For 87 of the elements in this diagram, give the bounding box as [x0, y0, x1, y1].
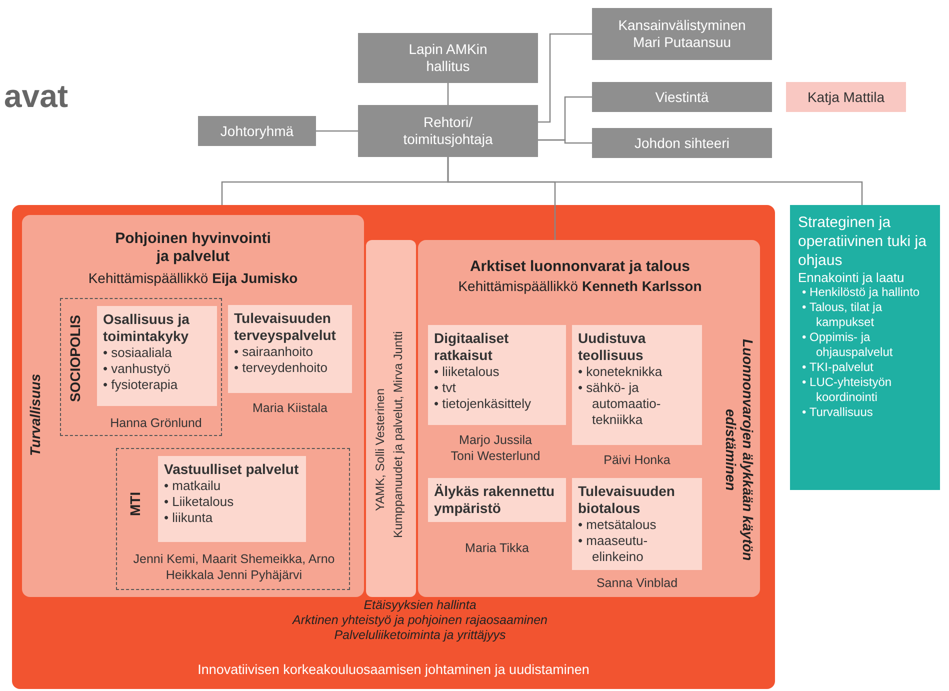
box-label: Katja Mattila [807, 89, 885, 105]
person-name: Marjo Jussila [458, 432, 533, 448]
bullet-item: • Talous, tilat ja kampukset [802, 300, 884, 330]
person-name: Maria Tikka [464, 540, 530, 556]
person-name: Jenni Kemi, Maarit Shemeikka, Arno Heikkala Jenni Pyhäjärvi [132, 551, 336, 583]
vertical-label: Luonnonvarojen älykkään käytön edistäminen [722, 338, 756, 563]
person-name: Maria Kiistala [251, 400, 329, 416]
connector-line [316, 130, 358, 132]
vertical-label: YAMK, Solli Vesterinen [373, 388, 387, 514]
org-box [358, 33, 538, 83]
program-box [97, 306, 217, 406]
bullet-item: • sairaanhoito [234, 344, 314, 360]
program-box [158, 456, 306, 542]
bullet-item: • liiketalous [434, 364, 500, 380]
department-panel [22, 215, 364, 597]
box-heading: Digitaaliset ratkaisut [434, 330, 510, 364]
subheading: Kehittämispäällikkö Kenneth Karlsson [457, 278, 703, 294]
support-panel [790, 205, 940, 490]
person-name: Sanna Vinblad [595, 575, 679, 591]
vertical-label: MTI [127, 490, 143, 518]
heading: Pohjoinen hyvinvointi ja palvelut [114, 230, 272, 266]
box-label: Johdon sihteeri [634, 134, 730, 152]
bullet-item: • tietojenkäsittely [434, 396, 532, 412]
vertical-band [366, 240, 416, 597]
department-panel [418, 240, 760, 597]
bullet-item: • koneteknikka [578, 364, 664, 380]
bullet-item: • fysioterapia [103, 377, 179, 393]
theme-text: Palveluliiketoiminta ja yrittäjyys [333, 628, 507, 642]
connector-line [538, 33, 592, 123]
heading: Arktiset luonnonvarat ja talous [468, 258, 692, 276]
unit-panel [12, 205, 775, 689]
bullet-item: • sähkö- ja automaatio- tekniikka [578, 380, 662, 428]
program-box [572, 478, 702, 570]
program-box [428, 325, 566, 425]
org-box [358, 105, 538, 157]
bullet-item: • liikunta [164, 510, 214, 526]
person-name: Toni Westerlund [450, 448, 542, 464]
dashed-group-frame [116, 448, 350, 590]
bullet-item: • Liiketalous [164, 494, 235, 510]
connector-line [447, 157, 863, 205]
subheading: Kehittämispäällikkö Eija Jumisko [87, 270, 299, 286]
box-label: Mari Putaansuu [632, 34, 732, 51]
bullet-item: • Turvallisuus [802, 405, 874, 420]
subheading: Ennakointi ja laatu [798, 270, 906, 285]
box-label: Rehtori/ toimitusjohtaja [402, 114, 494, 148]
box-heading: Tulevaisuuden biotalous [578, 483, 676, 517]
person-name: Hanna Grönlund [109, 415, 203, 431]
theme-text: Etäisyyksien hallinta [362, 598, 478, 612]
bullet-item: • maaseutu- elinkeino [578, 533, 649, 565]
box-label: Lapin AMKin hallitus [408, 41, 488, 75]
name-box [786, 82, 906, 112]
vertical-label: Turvallisuus [27, 372, 43, 458]
bullet-item: • matkailu [164, 478, 222, 494]
program-box [572, 325, 702, 445]
box-label: Johtoryhmä [220, 122, 294, 140]
org-box [592, 128, 772, 158]
box-heading: Strateginen ja operatiivinen tuki ja ohjaus [798, 213, 928, 270]
bullet-item: • terveydenhoito [234, 360, 328, 376]
org-box [198, 116, 316, 146]
bullet-item: • TKI-palvelut [802, 360, 874, 375]
bullet-item: • sosiaaliala [103, 345, 173, 361]
box-label: Kansainvälistyminen [618, 17, 746, 34]
title: avat [4, 78, 68, 115]
program-box [428, 478, 566, 522]
bullet-item: • vanhustyö [103, 361, 172, 377]
connector-line [538, 139, 592, 144]
bullet-item: • Oppimis- ja ohjauspalvelut [802, 330, 894, 360]
person-name: Päivi Honka [602, 452, 672, 468]
bullet-item: • metsätalous [578, 517, 658, 533]
program-box [228, 305, 352, 393]
box-heading: Tulevaisuuden terveyspalvelut [234, 310, 337, 344]
dashed-group-frame [60, 298, 222, 436]
box-heading: Älykäs rakennettu ympäristö [434, 483, 556, 517]
box-heading: Uudistuva teollisuus [578, 330, 647, 364]
footer-text: Innovatiivisen korkeakouluosaamisen johtaminen ja uudistaminen [196, 662, 590, 677]
box-label: Viestintä [655, 88, 709, 106]
org-box [592, 82, 772, 112]
bullet-item: • Henkilöstö ja hallinto [802, 285, 921, 300]
bullet-item: • LUC-yhteistyön koordinointi [802, 375, 893, 405]
box-heading: Vastuulliset palvelut [164, 461, 300, 478]
theme-text: Arktinen yhteistyö ja pohjoinen rajaosaaminen [291, 613, 549, 627]
vertical-label: Kumppanuudet ja palvelut, Mirva Juntti [391, 330, 405, 540]
vertical-label: SOCIOPOLIS [67, 314, 83, 404]
org-box [592, 8, 772, 60]
connector-line [447, 83, 449, 105]
bullet-item: • tvt [434, 380, 457, 396]
box-heading: Osallisuus ja toimintakyky [103, 311, 190, 345]
